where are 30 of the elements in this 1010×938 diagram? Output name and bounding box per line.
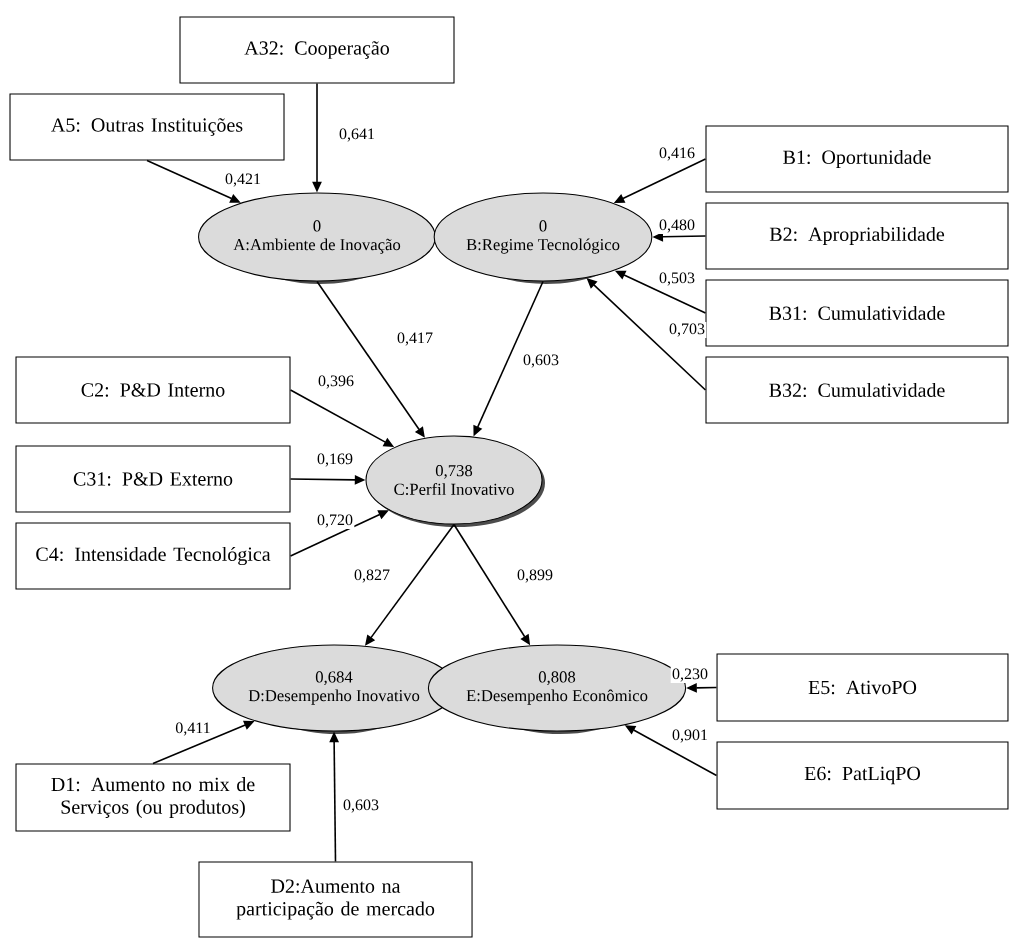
edge-label: 0,411 <box>173 721 213 737</box>
indicator-box: A5: Outras Instituições <box>9 93 285 161</box>
edge-label: 0,703 <box>667 322 707 338</box>
edge-label: 0,899 <box>515 568 555 584</box>
edge-label: 0,641 <box>337 127 377 143</box>
edge-label: 0,480 <box>657 218 697 234</box>
indicator-box: D1: Aumento no mix de Serviços (ou produtos) <box>15 763 291 832</box>
edge-label: 0,720 <box>315 513 355 529</box>
edge-label: 0,827 <box>352 568 392 584</box>
edge-label: 0,416 <box>657 146 697 162</box>
indicator-box: B2: Apropriabilidade <box>705 202 1009 270</box>
edge-label: 0,421 <box>223 172 263 188</box>
indicator-box: B31: Cumulatividade <box>705 279 1009 347</box>
edge-label: 0,396 <box>316 374 356 390</box>
indicator-box: D2:Aumento na participação de mercado <box>198 861 473 938</box>
edge-label: 0,503 <box>657 271 697 287</box>
arrow <box>316 280 425 438</box>
indicator-box: B1: Oportunidade <box>705 125 1009 193</box>
indicator-box: A32: Cooperação <box>179 16 455 84</box>
edge-label: 0,417 <box>395 331 435 347</box>
indicator-box: E6: PatLiqPO <box>716 741 1009 810</box>
indicator-box: C2: P&D Interno <box>15 356 291 424</box>
indicator-box: C4: Intensidade Tecnológica <box>15 522 291 590</box>
edge-label: 0,169 <box>315 452 355 468</box>
edge-label: 0,230 <box>670 667 710 683</box>
indicator-box: B32: Cumulatividade <box>705 356 1009 424</box>
edge-label: 0,603 <box>341 798 381 814</box>
indicator-box: C31: P&D Externo <box>15 445 291 513</box>
indicator-box: E5: AtivoPO <box>716 653 1009 722</box>
edge-label: 0,603 <box>521 353 561 369</box>
